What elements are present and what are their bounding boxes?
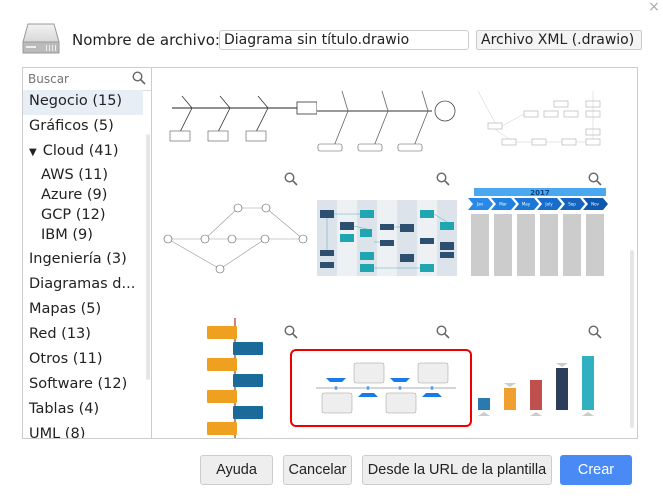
template-vertical-timeline[interactable] — [202, 318, 272, 439]
help-button[interactable]: Ayuda — [200, 455, 273, 485]
category-aws[interactable]: AWS (11) — [41, 167, 109, 183]
template-pert-chart[interactable] — [160, 196, 308, 276]
category-otros[interactable]: Otros (11) — [29, 351, 103, 367]
close-icon[interactable]: × — [648, 0, 660, 15]
gallery-scrollbar[interactable] — [630, 250, 634, 428]
timeline-month: May — [522, 202, 531, 207]
timeline-month: Sep — [568, 202, 576, 207]
horizontal-timeline-preview — [316, 362, 456, 414]
category-diagramas[interactable]: Diagramas d... — [29, 276, 136, 292]
category-azure[interactable]: Azure (9) — [41, 187, 108, 203]
hard-drive-icon — [22, 23, 60, 54]
category-gcp[interactable]: GCP (12) — [41, 207, 106, 223]
timeline-month: Mar — [499, 202, 507, 207]
zoom-icon[interactable] — [588, 325, 602, 339]
category-sidebar: Negocio (15) Gráficos (5) ▼ Cloud (41) AW… — [22, 67, 152, 439]
category-ingenieria[interactable]: Ingeniería (3) — [29, 251, 127, 267]
template-swimlane-flowchart[interactable] — [317, 196, 457, 276]
template-fishbone-2[interactable] — [312, 67, 467, 176]
timeline-month: July — [544, 202, 553, 207]
timeline-month: Nov — [591, 202, 599, 207]
category-red[interactable]: Red (13) — [29, 326, 91, 342]
search-box — [23, 68, 151, 91]
category-negocio[interactable]: Negocio (15) — [23, 90, 143, 115]
template-3d-bars[interactable] — [472, 338, 612, 438]
format-select[interactable]: Archivo XML (.drawio) — [476, 30, 642, 50]
category-list: Negocio (15) Gráficos (5) ▼ Cloud (41) AW… — [23, 90, 143, 439]
search-icon[interactable] — [132, 71, 146, 85]
category-ibm[interactable]: IBM (9) — [41, 227, 93, 243]
template-flow-network[interactable] — [468, 67, 623, 176]
category-cloud[interactable]: ▼ Cloud (41) — [23, 140, 143, 165]
expand-triangle-icon[interactable]: ▼ — [29, 147, 37, 158]
zoom-icon[interactable] — [284, 172, 298, 186]
template-horizontal-timeline[interactable] — [290, 349, 472, 427]
timeline-year: 2017 — [530, 189, 550, 197]
category-cloud-label: Cloud (41) — [42, 143, 119, 159]
template-timeline-2017[interactable]: 2017 Jan Mar May July Sep Nov — [468, 186, 625, 282]
search-input[interactable] — [26, 71, 130, 87]
filename-input[interactable] — [219, 30, 469, 50]
zoom-icon[interactable] — [588, 172, 602, 186]
category-uml[interactable]: UML (8) — [29, 426, 86, 439]
timeline-month: Jan — [476, 202, 484, 207]
category-graficos[interactable]: Gráficos (5) — [29, 118, 114, 134]
zoom-icon[interactable] — [436, 172, 450, 186]
zoom-icon[interactable] — [284, 325, 298, 339]
category-software[interactable]: Software (12) — [29, 376, 128, 392]
sidebar-scrollbar[interactable] — [146, 134, 150, 380]
category-tablas[interactable]: Tablas (4) — [29, 401, 100, 417]
filename-label: Nombre de archivo: — [72, 31, 220, 49]
cancel-button[interactable]: Cancelar — [283, 455, 352, 485]
template-fishbone-1[interactable] — [162, 67, 317, 176]
create-button[interactable]: Crear — [560, 455, 632, 485]
template-gallery: 2017 Jan Mar May July Sep Nov — [151, 67, 638, 439]
zoom-icon[interactable] — [436, 325, 450, 339]
category-mapas[interactable]: Mapas (5) — [29, 301, 102, 317]
from-template-url-button[interactable]: Desde la URL de la plantilla — [362, 455, 552, 485]
